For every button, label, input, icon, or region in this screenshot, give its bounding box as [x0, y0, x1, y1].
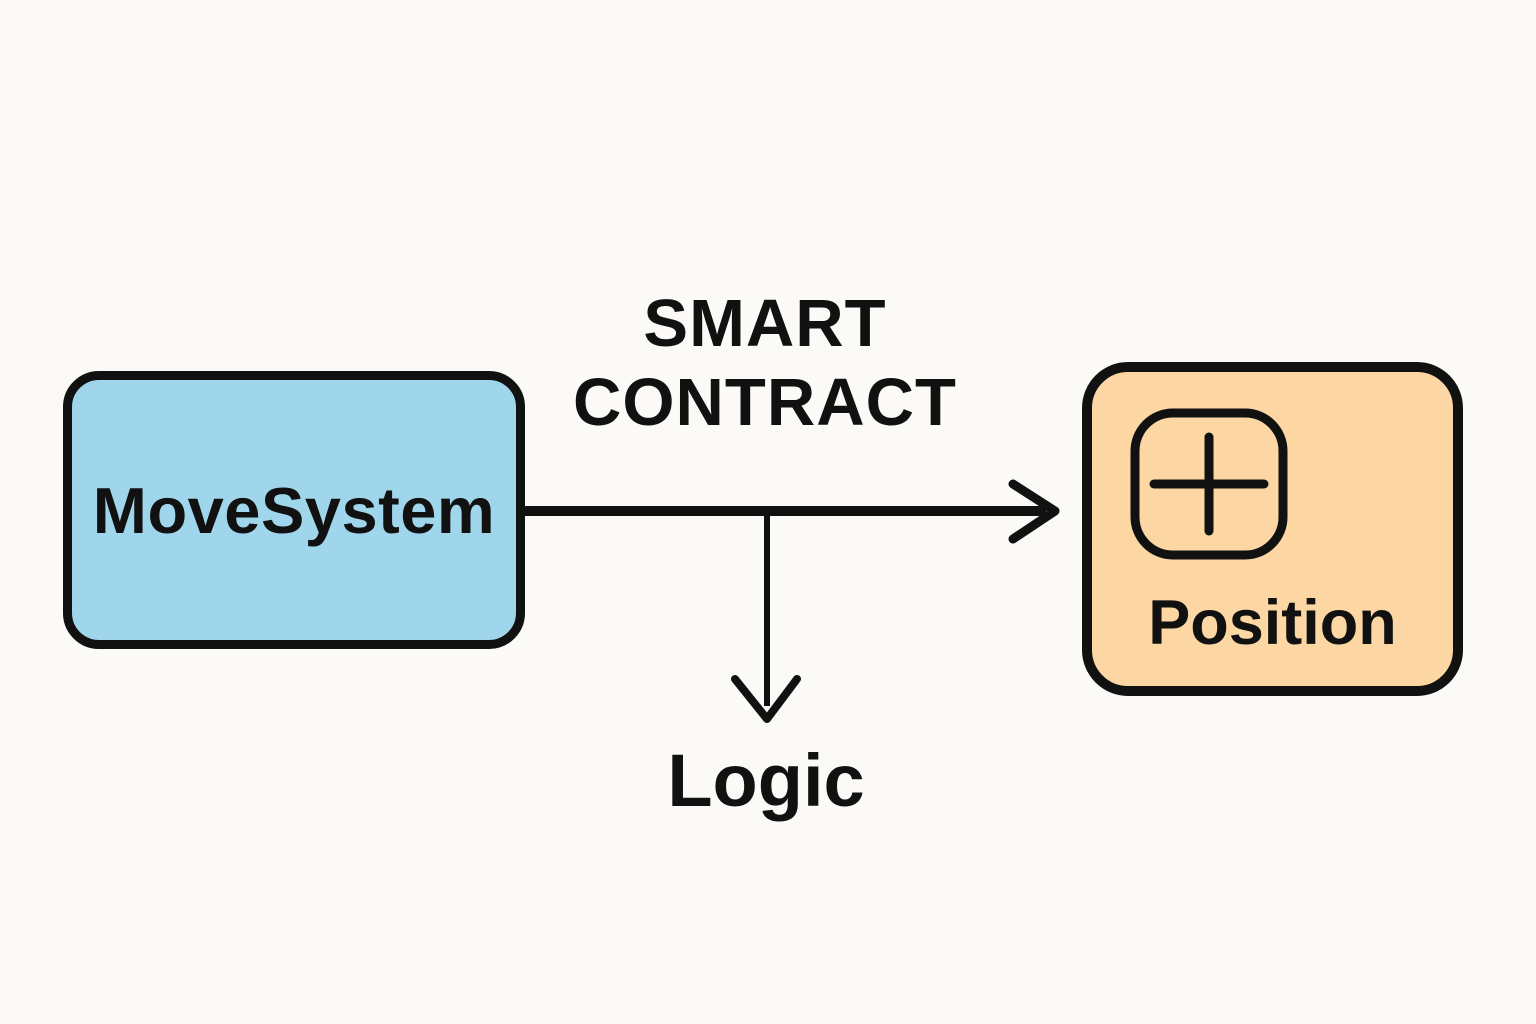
node-position: Position [1082, 362, 1463, 696]
position-label: Position [1148, 588, 1397, 658]
smart-contract-label: SMART CONTRACT [573, 284, 957, 442]
smart-contract-line1: SMART [643, 286, 887, 361]
plus-icon [1130, 408, 1288, 560]
branch-arrowhead-icon [731, 675, 801, 723]
smart-contract-line2: CONTRACT [573, 365, 957, 441]
movesystem-label: MoveSystem [92, 473, 496, 547]
node-movesystem: MoveSystem [63, 371, 525, 649]
main-arrowhead-icon [1008, 479, 1060, 544]
logic-label: Logic [667, 739, 865, 822]
